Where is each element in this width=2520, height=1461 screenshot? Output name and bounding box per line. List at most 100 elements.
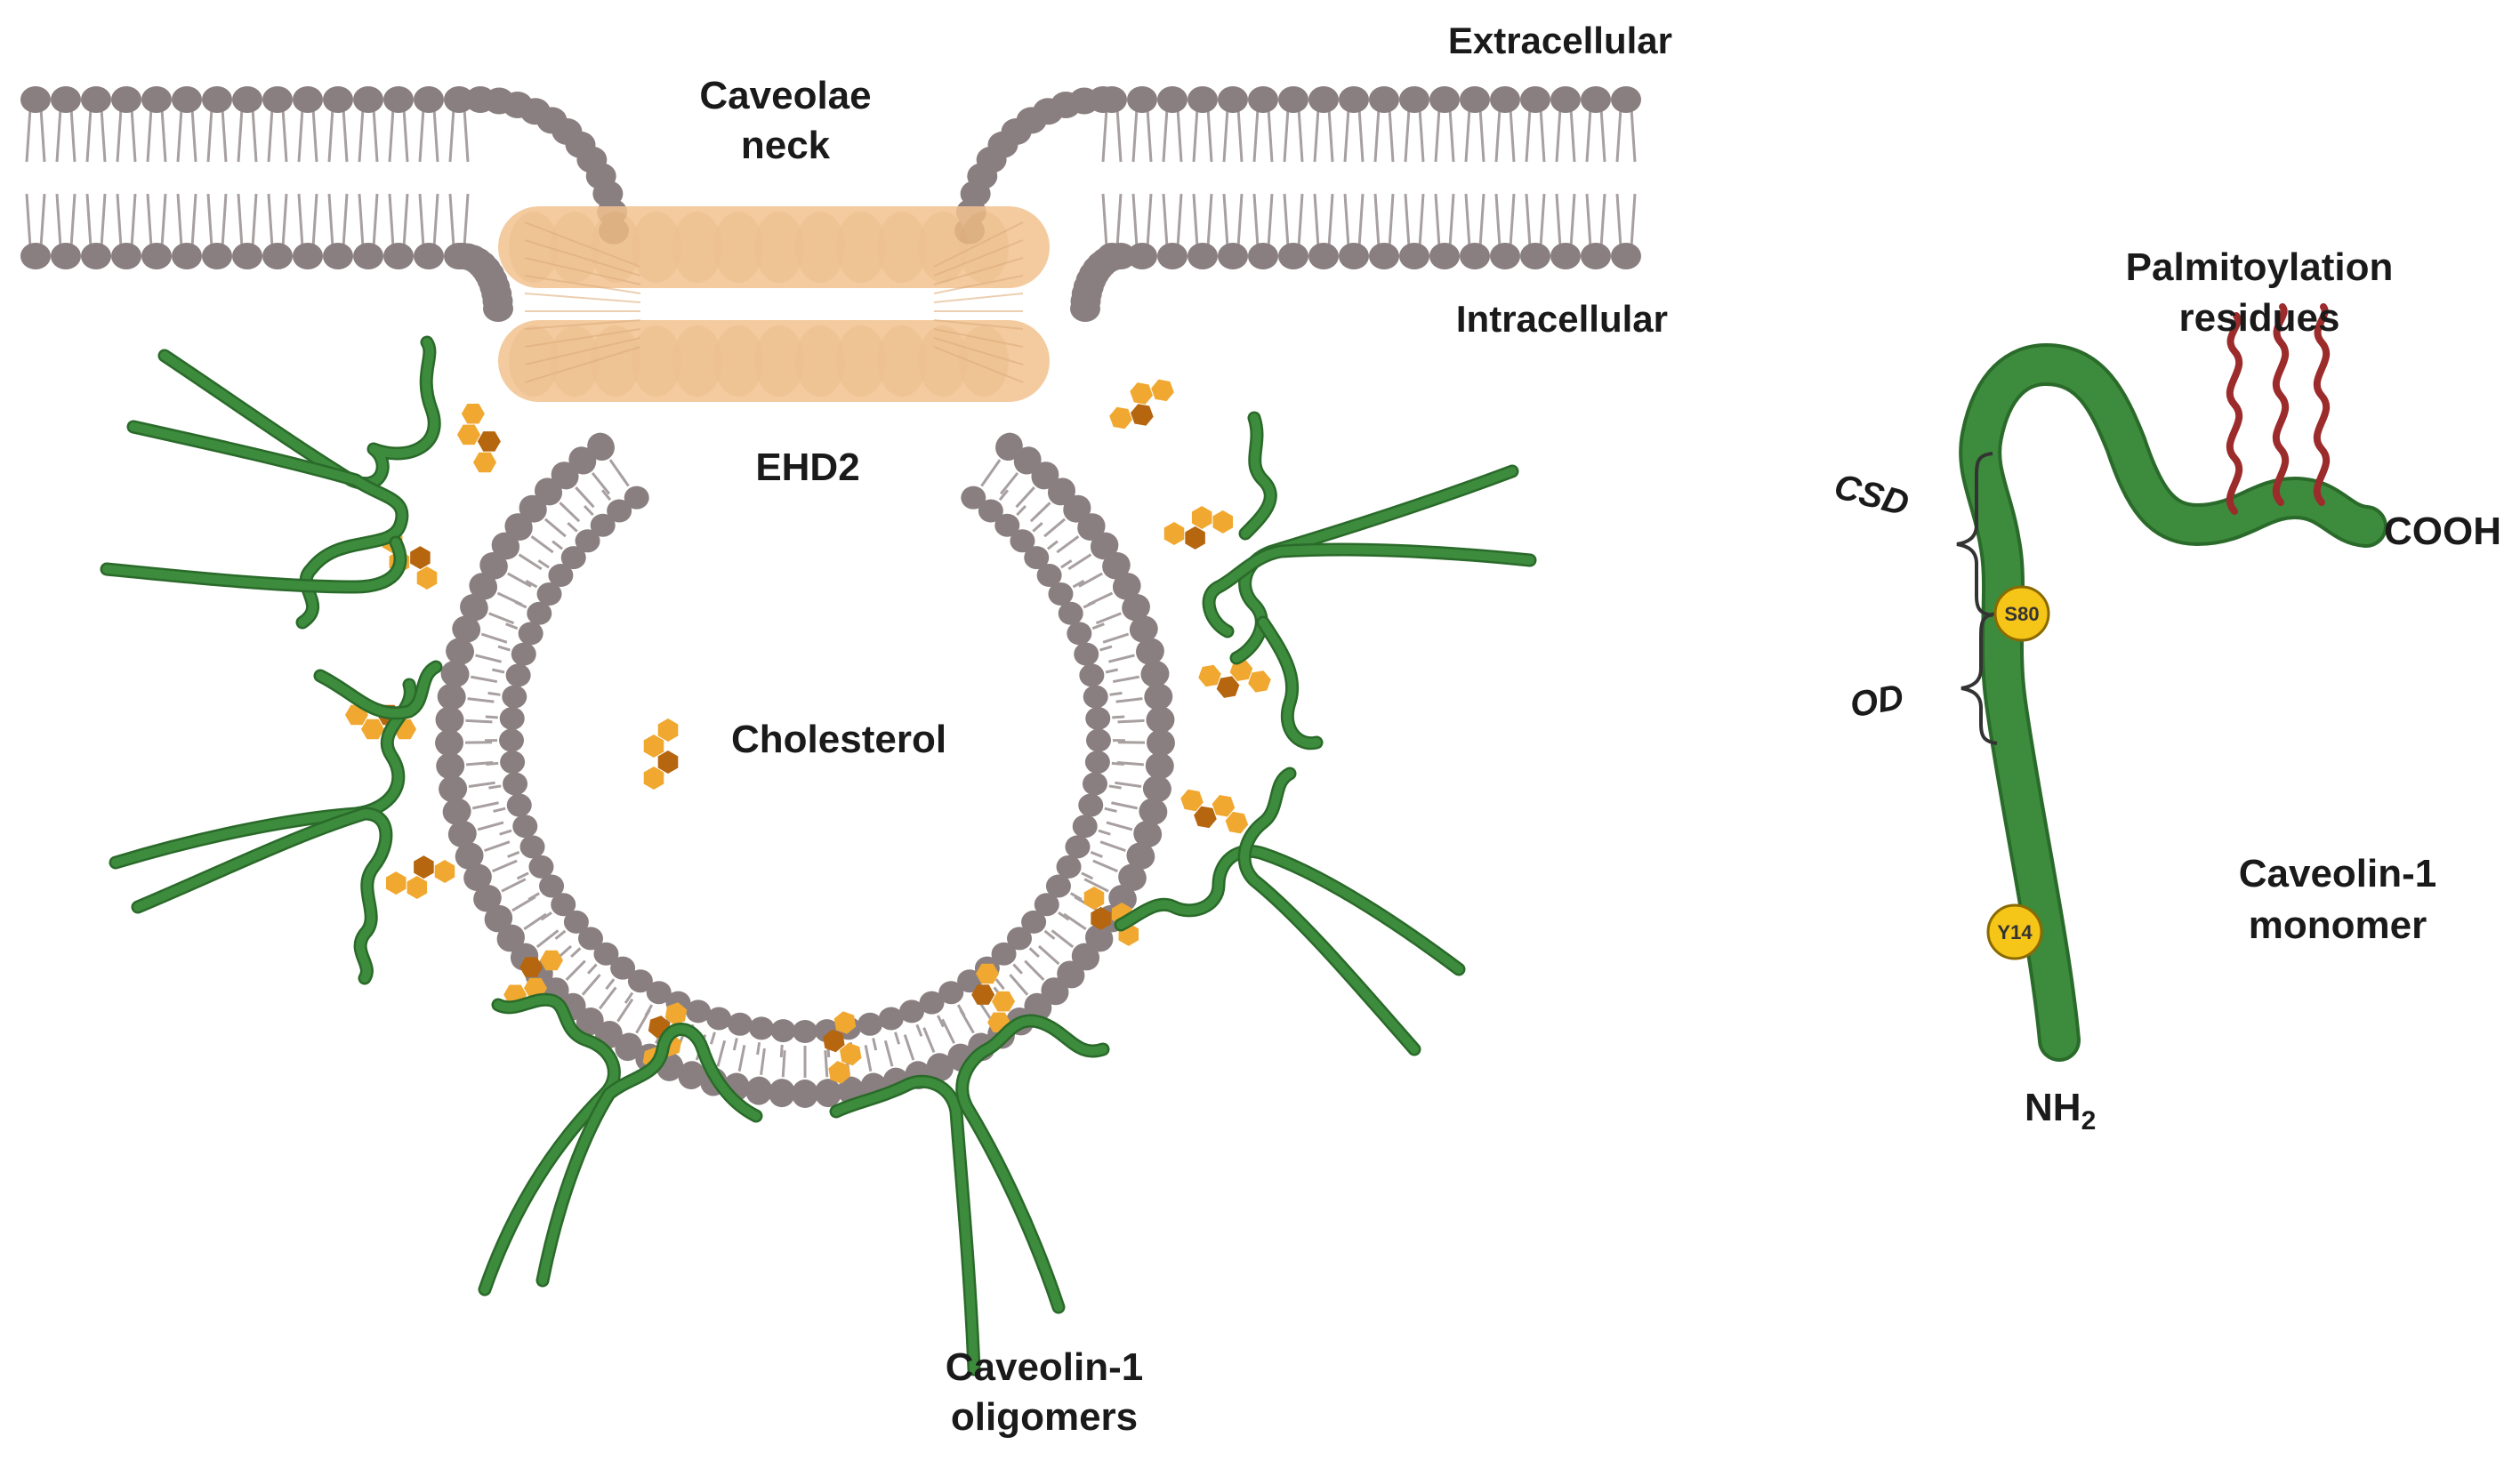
- lipid-tail: [39, 108, 46, 163]
- ehd2-lobe: [795, 212, 845, 283]
- lipid-head: [1399, 86, 1429, 113]
- lipid-head: [1067, 622, 1092, 646]
- lipid-tail: [1101, 108, 1108, 163]
- lipid-head: [172, 243, 202, 269]
- lipid-head: [792, 1080, 818, 1108]
- lipid-tail: [281, 193, 288, 248]
- lipid-tail: [1090, 850, 1103, 858]
- lipid-head: [353, 243, 383, 269]
- cholesterol-ring: [414, 855, 434, 879]
- lipid-head: [463, 863, 492, 891]
- lipid-head: [539, 874, 565, 898]
- lipid-tail: [1388, 193, 1395, 248]
- lipid-head: [1048, 582, 1074, 606]
- lipid-tail: [432, 193, 439, 248]
- oligomers-label-line2: oligomers: [951, 1395, 1138, 1439]
- lipid-tail: [644, 1004, 654, 1016]
- caveolin-strand: [1232, 467, 1517, 662]
- lipid-tail: [894, 1032, 901, 1045]
- lipid-head: [1082, 772, 1107, 796]
- lipid-tail: [591, 472, 610, 495]
- lipid-tail: [1106, 821, 1133, 831]
- caveolin-strand: [1204, 545, 1534, 636]
- lipid-tail: [1112, 675, 1140, 684]
- lipid-tail: [1236, 193, 1244, 248]
- lipid-tail: [1599, 108, 1606, 163]
- lipid-head: [1248, 243, 1278, 269]
- lipid-head: [1077, 513, 1106, 541]
- lipid-head: [202, 243, 232, 269]
- lipid-tail: [1555, 193, 1562, 248]
- lipid-tail: [1283, 108, 1290, 163]
- lipid-head: [898, 999, 924, 1024]
- lipid-tail: [1051, 929, 1075, 949]
- lipid-head: [745, 1076, 773, 1105]
- lipid-head: [141, 243, 172, 269]
- nh2-label: NH2: [2025, 1086, 2096, 1136]
- lipid-tail: [69, 193, 76, 248]
- lipid-tail: [85, 108, 93, 163]
- palmitoyl-chain-2: [2272, 303, 2290, 506]
- lipid-head: [414, 243, 444, 269]
- lipid-tail: [903, 1034, 915, 1061]
- caveolin-strand: [160, 338, 439, 488]
- lipid-head: [576, 1007, 604, 1036]
- lipid-tail: [477, 821, 504, 831]
- lipid-tail: [475, 654, 502, 663]
- lipid-tail: [1146, 108, 1153, 163]
- lipid-tail: [116, 193, 123, 248]
- lipid-tail: [1015, 486, 1035, 509]
- ehd2-fan-line: [524, 328, 641, 348]
- lipid-tail: [130, 108, 137, 163]
- lipid-tail: [1083, 600, 1096, 609]
- lipid-head: [1036, 564, 1062, 588]
- lipid-tail: [1373, 108, 1381, 163]
- lipid-head: [1102, 551, 1131, 580]
- lipid-tail: [267, 108, 274, 163]
- lipid-head: [484, 904, 513, 933]
- lipid-head: [646, 981, 672, 1005]
- lipid-tail: [620, 475, 630, 487]
- lipid-tail: [709, 1032, 716, 1045]
- caveolin-strand: [111, 680, 415, 867]
- lipid-tail: [402, 108, 409, 163]
- monomer-label-line1: Caveolin-1: [2239, 852, 2437, 895]
- lipid-tail: [732, 1038, 738, 1051]
- lipid-tail: [1176, 193, 1183, 248]
- lipid-tail: [575, 486, 595, 509]
- lipid-tail: [190, 108, 197, 163]
- lipid-tail: [342, 193, 349, 248]
- lipid-head: [1145, 752, 1174, 780]
- lipid-tail: [492, 668, 505, 674]
- lipid-tail: [1478, 193, 1485, 248]
- lipid-tail: [760, 1048, 766, 1075]
- lipid-tail: [1297, 108, 1304, 163]
- lipid-tail: [1162, 108, 1169, 163]
- residue-s80-label: S80: [2004, 603, 2039, 625]
- ehd2-fan-line: [524, 293, 641, 303]
- lipid-tail: [1095, 612, 1122, 625]
- lipid-tail: [1192, 108, 1199, 163]
- lipid-tail: [1081, 871, 1094, 880]
- lipid-head: [1142, 775, 1171, 803]
- lipid-head: [1041, 977, 1069, 1006]
- neck-membrane-right-inner: [1070, 243, 1136, 323]
- lipid-tail: [1069, 892, 1083, 901]
- lipid-tail: [1448, 108, 1455, 163]
- lipid-tail: [237, 108, 244, 163]
- lipid-tail: [358, 108, 365, 163]
- cholesterol-ring: [1180, 789, 1204, 812]
- lipid-head: [262, 243, 293, 269]
- lipid-head: [111, 243, 141, 269]
- lipid-head: [857, 1012, 883, 1036]
- lipid-tail: [1357, 193, 1365, 248]
- cholesterol-molecule: [643, 718, 679, 790]
- lipid-head: [528, 855, 554, 879]
- ehd2-lobe: [754, 325, 804, 397]
- cooh-label: COOH: [2384, 510, 2501, 553]
- lipid-head: [1429, 86, 1460, 113]
- cholesterol-ring: [407, 875, 428, 900]
- lipid-head: [1369, 86, 1399, 113]
- cholesterol-ring: [1248, 670, 1271, 693]
- lipid-tail: [206, 108, 213, 163]
